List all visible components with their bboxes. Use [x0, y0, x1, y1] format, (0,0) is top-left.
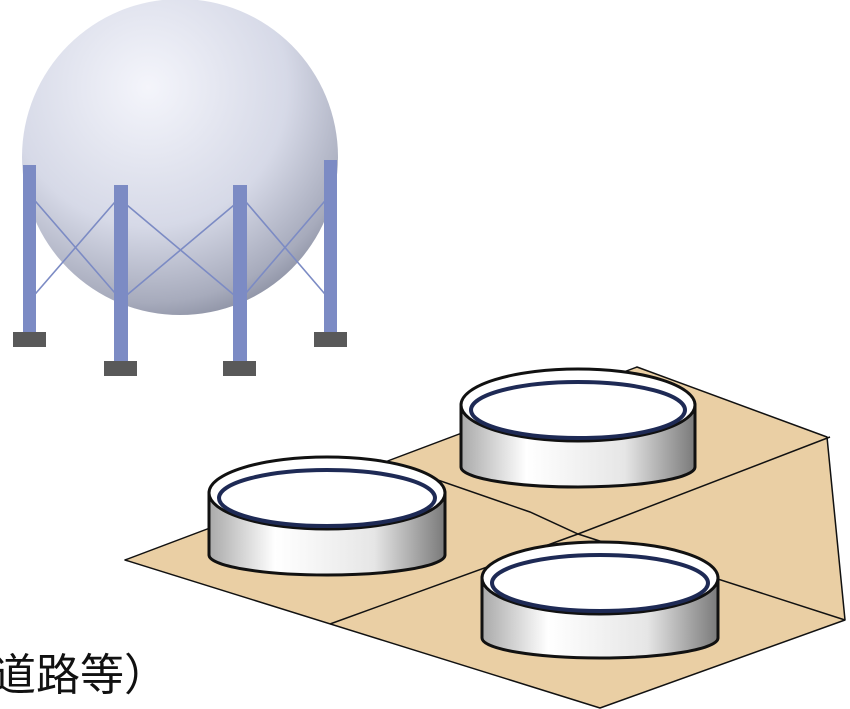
- storage-tank-front: [480, 540, 720, 660]
- storage-tank-back: [459, 367, 697, 489]
- storage-tank-left: [207, 455, 447, 577]
- leg-footings: [13, 332, 347, 376]
- caption-label: 道路等）: [0, 650, 168, 701]
- support-legs: [23, 160, 337, 363]
- cross-bracing: [29, 194, 331, 301]
- spherical-gas-tank: [13, 0, 347, 376]
